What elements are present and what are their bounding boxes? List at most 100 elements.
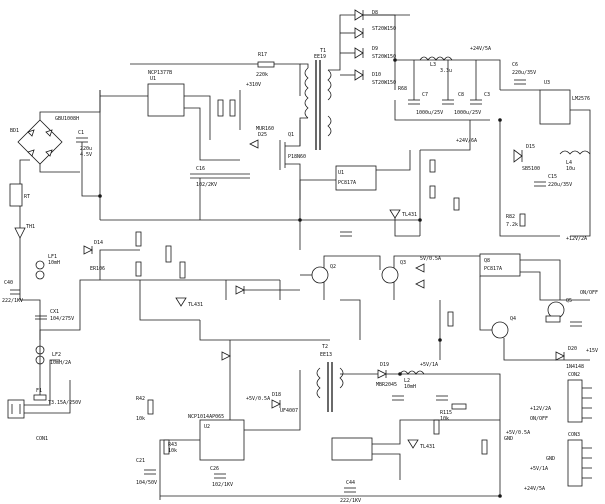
ntc-label: TH1 <box>26 224 35 230</box>
control-logic-section: D14 ER106 TL431 Q2 Q3 5V/0.5A Q8 PC817A <box>83 231 598 370</box>
gnd-label: GND <box>504 436 513 442</box>
d10-value: ST20W150 <box>372 80 396 86</box>
t1-part: EE19 <box>314 54 326 60</box>
u2-part: NCP1014AP065 <box>188 414 224 420</box>
r115-value: 10k <box>440 416 449 422</box>
d14-label: D14 <box>94 240 103 246</box>
q1-label: Q1 <box>288 132 294 138</box>
u2-label: U2 <box>204 424 210 430</box>
c15-label: C15 <box>548 174 557 180</box>
d19-value: MBR2045 <box>376 382 397 388</box>
tl431b-label: TL431 <box>188 302 203 308</box>
tl431c-label: TL431 <box>420 444 435 450</box>
d8-label: D8 <box>372 10 378 16</box>
d20-value: 1N4148 <box>566 364 584 370</box>
lf2-value: 10mH/2A <box>50 360 71 366</box>
u3-label: U3 <box>544 80 550 86</box>
c44-value: 222/1KV <box>340 498 361 504</box>
d9-value: ST20W150 <box>372 54 396 60</box>
r42-label: R42 <box>136 396 145 402</box>
c6-value: 220u/35V <box>512 70 536 76</box>
c40-label: C40 <box>4 280 13 286</box>
r82-value: 7.2k <box>506 222 518 228</box>
on-off-label: ON/OFF <box>580 290 598 296</box>
r68-label: R68 <box>398 86 407 92</box>
d15-value: SB5100 <box>522 166 540 172</box>
l4-value: 10u <box>566 166 575 172</box>
output-connectors: CON2 +12V/2A ON/OFF +5V/0.5A CON3 +24V/5… <box>506 372 592 492</box>
c21-label: C21 <box>136 458 145 464</box>
q8-part: PC817A <box>484 266 502 272</box>
c3-label: C3 <box>484 92 490 98</box>
c26-value: 102/1KV <box>212 482 233 488</box>
primary-controller: U1 NCP1377B R17 220k +310V Q1 P18N60 D25… <box>100 52 420 221</box>
rt-label: RT <box>24 194 30 200</box>
r82-label: R82 <box>506 214 515 220</box>
v5-label: +5V/0.5A <box>246 396 270 402</box>
t2-part: EE13 <box>320 352 332 358</box>
lf1-value: 10mH <box>48 260 60 266</box>
c1-label: C1 <box>78 130 84 136</box>
r115-label: R115 <box>440 410 452 416</box>
output-24v-section: D8 ST20W150 D9 ST20W150 D10 ST20W150 +24… <box>328 9 501 121</box>
uf1-part: PC817A <box>338 180 356 186</box>
pin-gnd1-label: GND <box>546 456 555 462</box>
l2b-value: 10mH <box>404 384 416 390</box>
d25-value: MUR160 <box>256 126 274 132</box>
q1-part: P18N60 <box>288 154 306 160</box>
bd1-label: BD1 <box>10 128 19 134</box>
u1-part: NCP1377B <box>148 70 172 76</box>
q5-label: Q5 <box>566 298 572 304</box>
d20-label: D20 <box>568 346 577 352</box>
pin-24-label: +24V/5A <box>524 486 545 492</box>
lf2-label: LF2 <box>52 352 61 358</box>
d15-label: D15 <box>526 144 535 150</box>
c21-value: 104/50V <box>136 480 157 486</box>
d19-label: D19 <box>380 362 389 368</box>
q2-label: Q2 <box>330 264 336 270</box>
v24b-label: +24V/6A <box>456 138 477 144</box>
cx1-value: 104/275V <box>50 316 74 322</box>
d14-value: ER106 <box>90 266 105 272</box>
c7-label: C7 <box>422 92 428 98</box>
q3-label: Q3 <box>400 260 406 266</box>
l3-value: 3.3u <box>440 68 452 74</box>
d18-label: D18 <box>272 392 281 398</box>
c15-value: 220u/35V <box>548 182 572 188</box>
bd1-value: GBU1008H <box>55 116 79 122</box>
d9-label: D9 <box>372 46 378 52</box>
d10-label: D10 <box>372 72 381 78</box>
pin-5b-label: +5V/1A <box>530 466 548 472</box>
r43-label: R43 <box>168 442 177 448</box>
v310-label: +310V <box>246 82 261 88</box>
c7-value: 1000u/25V <box>416 110 443 116</box>
l3-label: L3 <box>430 62 436 68</box>
con1-label: CON1 <box>36 436 48 442</box>
con2-label: CON2 <box>568 372 580 378</box>
c8-value: 1000u/25V <box>454 110 481 116</box>
d18-value: UF4007 <box>280 408 298 414</box>
fuse-label: F1 <box>36 388 42 394</box>
pin-12-label: +12V/2A <box>530 406 551 412</box>
lf1-label: LF1 <box>48 254 57 260</box>
fuse-value: T3.15A/250V <box>48 400 81 406</box>
feedback-section: U1 PC817A TL431 +24V/6A <box>299 120 477 237</box>
v24-label: +24V/5A <box>470 46 491 52</box>
v5b-label: +5V/1A <box>420 362 438 368</box>
c16-label: C16 <box>196 166 205 172</box>
v5c-label: 5V/0.5A <box>420 256 441 262</box>
u3-part: LM2576 <box>572 96 590 102</box>
l2b-label: L2 <box>404 378 410 384</box>
t1-label: T1 <box>320 48 326 54</box>
c8-label: C8 <box>458 92 464 98</box>
u1-label: U1 <box>150 76 156 82</box>
r42-value: 10k <box>136 416 145 422</box>
pin-5-label: +5V/0.5A <box>506 430 530 436</box>
input-filter-section: CON1 F1 T3.15A/250V LF2 10mH/2A CX1 104/… <box>2 159 100 442</box>
interconnect-wiring <box>98 58 502 498</box>
cx1-label: CX1 <box>50 309 59 315</box>
standby-supply-section: U2 NCP1014AP065 T2 EE13 D18 UF4007 +5V/0… <box>136 340 513 504</box>
uf1-label: U1 <box>338 170 344 176</box>
c6-label: C6 <box>512 62 518 68</box>
